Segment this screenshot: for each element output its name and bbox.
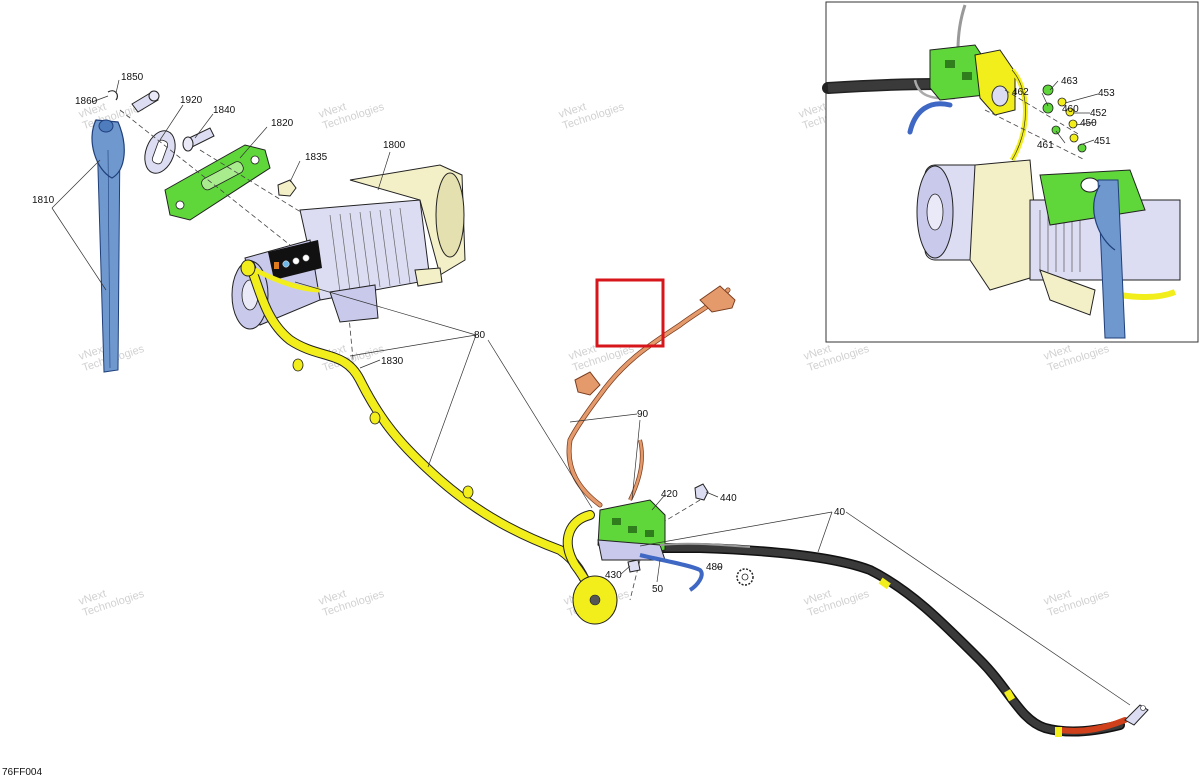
- blue-ground-wire: [639, 553, 704, 592]
- callout-1810: 1810: [32, 195, 55, 206]
- callout-430: 430: [605, 570, 622, 581]
- inset-nuts: [1042, 84, 1087, 153]
- callout-461: 461: [1037, 140, 1054, 151]
- callout-1920: 1920: [180, 95, 203, 106]
- pin-1850: [131, 90, 160, 113]
- control-cable-90: [566, 285, 736, 508]
- callout-90: 90: [637, 409, 649, 420]
- callout-1820: 1820: [271, 118, 294, 129]
- callout-462: 462: [1012, 87, 1029, 98]
- red-cable-end: [1057, 717, 1128, 734]
- screw-430: [627, 559, 641, 573]
- callout-1835: 1835: [305, 152, 328, 163]
- nut-440: [694, 483, 709, 501]
- highlight-box: [595, 278, 665, 348]
- inset-grey-wire: [956, 4, 967, 51]
- yellow-cable-80: [240, 259, 618, 625]
- hook-strap-1810: [91, 119, 125, 373]
- callout-1830: 1830: [381, 356, 404, 367]
- callout-1850: 1850: [121, 72, 144, 83]
- solenoid-420: [597, 499, 751, 592]
- fairlead-plate-1920: [144, 130, 176, 174]
- winch-1800: [231, 164, 466, 330]
- callout-80: 80: [474, 330, 486, 341]
- callout-leaders: [51, 79, 1131, 706]
- fairlead-1820: [164, 144, 271, 221]
- callout-420: 420: [661, 489, 678, 500]
- callout-460: 460: [1062, 104, 1079, 115]
- callout-480: 480: [706, 562, 723, 573]
- bolt-1840: [182, 127, 215, 152]
- callout-450: 450: [1080, 118, 1097, 129]
- inset-detail: 463 462 453 460 452 450 461 451: [822, 1, 1199, 343]
- lock-washer-480: [736, 568, 754, 586]
- callout-1860: 1860: [75, 96, 98, 107]
- callout-463: 463: [1061, 76, 1078, 87]
- figure-code: 76FF004: [2, 767, 42, 778]
- callout-452: 452: [1090, 108, 1107, 119]
- callout-40: 40: [834, 507, 846, 518]
- callout-440: 440: [720, 493, 737, 504]
- inset-blue-wire: [907, 101, 953, 135]
- callout-1840: 1840: [213, 105, 236, 116]
- callout-50: 50: [652, 584, 664, 595]
- callout-1800: 1800: [383, 140, 406, 151]
- battery-cable-40: [655, 543, 1149, 737]
- nut-1835: [277, 179, 297, 197]
- callout-453: 453: [1098, 88, 1115, 99]
- callout-451: 451: [1094, 136, 1111, 147]
